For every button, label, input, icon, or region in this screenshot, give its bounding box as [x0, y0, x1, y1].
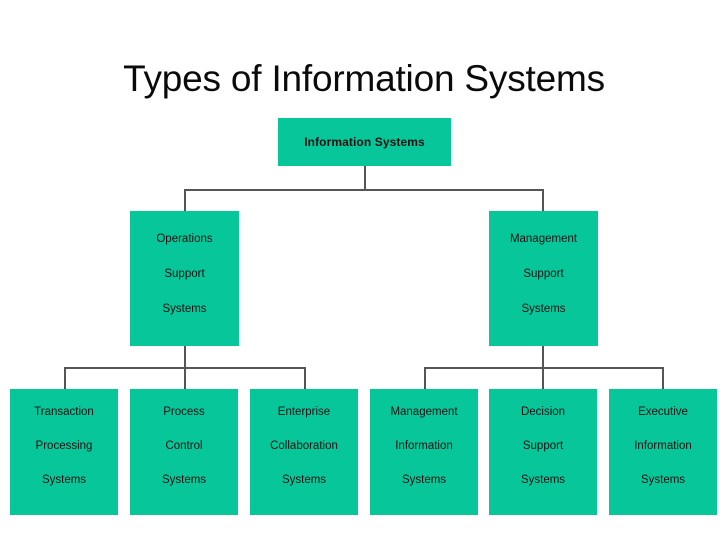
node-label-line: Collaboration	[270, 440, 338, 452]
node-label-line: Systems	[640, 474, 686, 486]
connector-root-horizontal-bar	[184, 189, 543, 191]
node-label-line: Support	[522, 440, 564, 452]
node-label-line: Information Systems	[304, 134, 425, 149]
node-label-line: Systems	[41, 474, 87, 486]
node-management-support-systems[interactable]: Management Support Systems	[489, 211, 598, 346]
node-label-line: Enterprise	[277, 406, 331, 418]
node-executive-information-systems[interactable]: Executive Information Systems	[609, 389, 717, 515]
connector-to-management-information-systems	[424, 367, 426, 389]
connector-management-support-systems-stem	[542, 346, 544, 368]
connector-root-to-operations-support-systems	[184, 189, 186, 211]
connector-root-to-management-support-systems	[542, 189, 544, 211]
connector-root-stem	[364, 166, 366, 190]
connector-to-executive-information-systems	[662, 367, 664, 389]
node-label-line: Process	[163, 406, 205, 418]
connector-operations-support-systems-stem	[184, 346, 186, 368]
node-decision-support-systems[interactable]: Decision Support Systems	[489, 389, 597, 515]
node-label-line: Systems	[520, 474, 566, 486]
connector-to-process-control-systems	[184, 367, 186, 389]
node-label-line: Processing	[35, 440, 93, 452]
node-label-line: Management	[390, 406, 458, 418]
node-label-line: Systems	[401, 474, 447, 486]
page-title: Types of Information Systems	[123, 58, 605, 99]
node-label-line: Systems	[161, 474, 207, 486]
connector-to-enterprise-collaboration-systems	[304, 367, 306, 389]
connector-to-transaction-processing-systems	[64, 367, 66, 389]
node-label-line: Support	[523, 268, 564, 280]
node-label-line: Control	[165, 440, 203, 452]
node-label-line: Management	[509, 233, 578, 245]
node-label-line: Executive	[638, 406, 688, 418]
node-label-line: Systems	[521, 303, 566, 315]
node-label-line: Information	[634, 440, 692, 452]
node-management-information-systems[interactable]: Management Information Systems	[370, 389, 478, 515]
node-label-line: Operations	[156, 233, 213, 245]
node-process-control-systems[interactable]: Process Control Systems	[130, 389, 238, 515]
node-label-line: Systems	[162, 303, 207, 315]
node-transaction-processing-systems[interactable]: Transaction Processing Systems	[10, 389, 118, 515]
node-information-systems[interactable]: Information Systems	[278, 118, 451, 166]
node-label-line: Transaction	[34, 406, 94, 418]
node-label-line: Systems	[281, 474, 327, 486]
connector-to-decision-support-systems	[542, 367, 544, 389]
node-enterprise-collaboration-systems[interactable]: Enterprise Collaboration Systems	[250, 389, 358, 515]
node-label-line: Information	[395, 440, 453, 452]
node-operations-support-systems[interactable]: Operations Support Systems	[130, 211, 239, 346]
node-label-line: Decision	[520, 406, 566, 418]
connector-management-support-systems-horizontal-bar	[424, 367, 663, 369]
node-label-line: Support	[164, 268, 205, 280]
